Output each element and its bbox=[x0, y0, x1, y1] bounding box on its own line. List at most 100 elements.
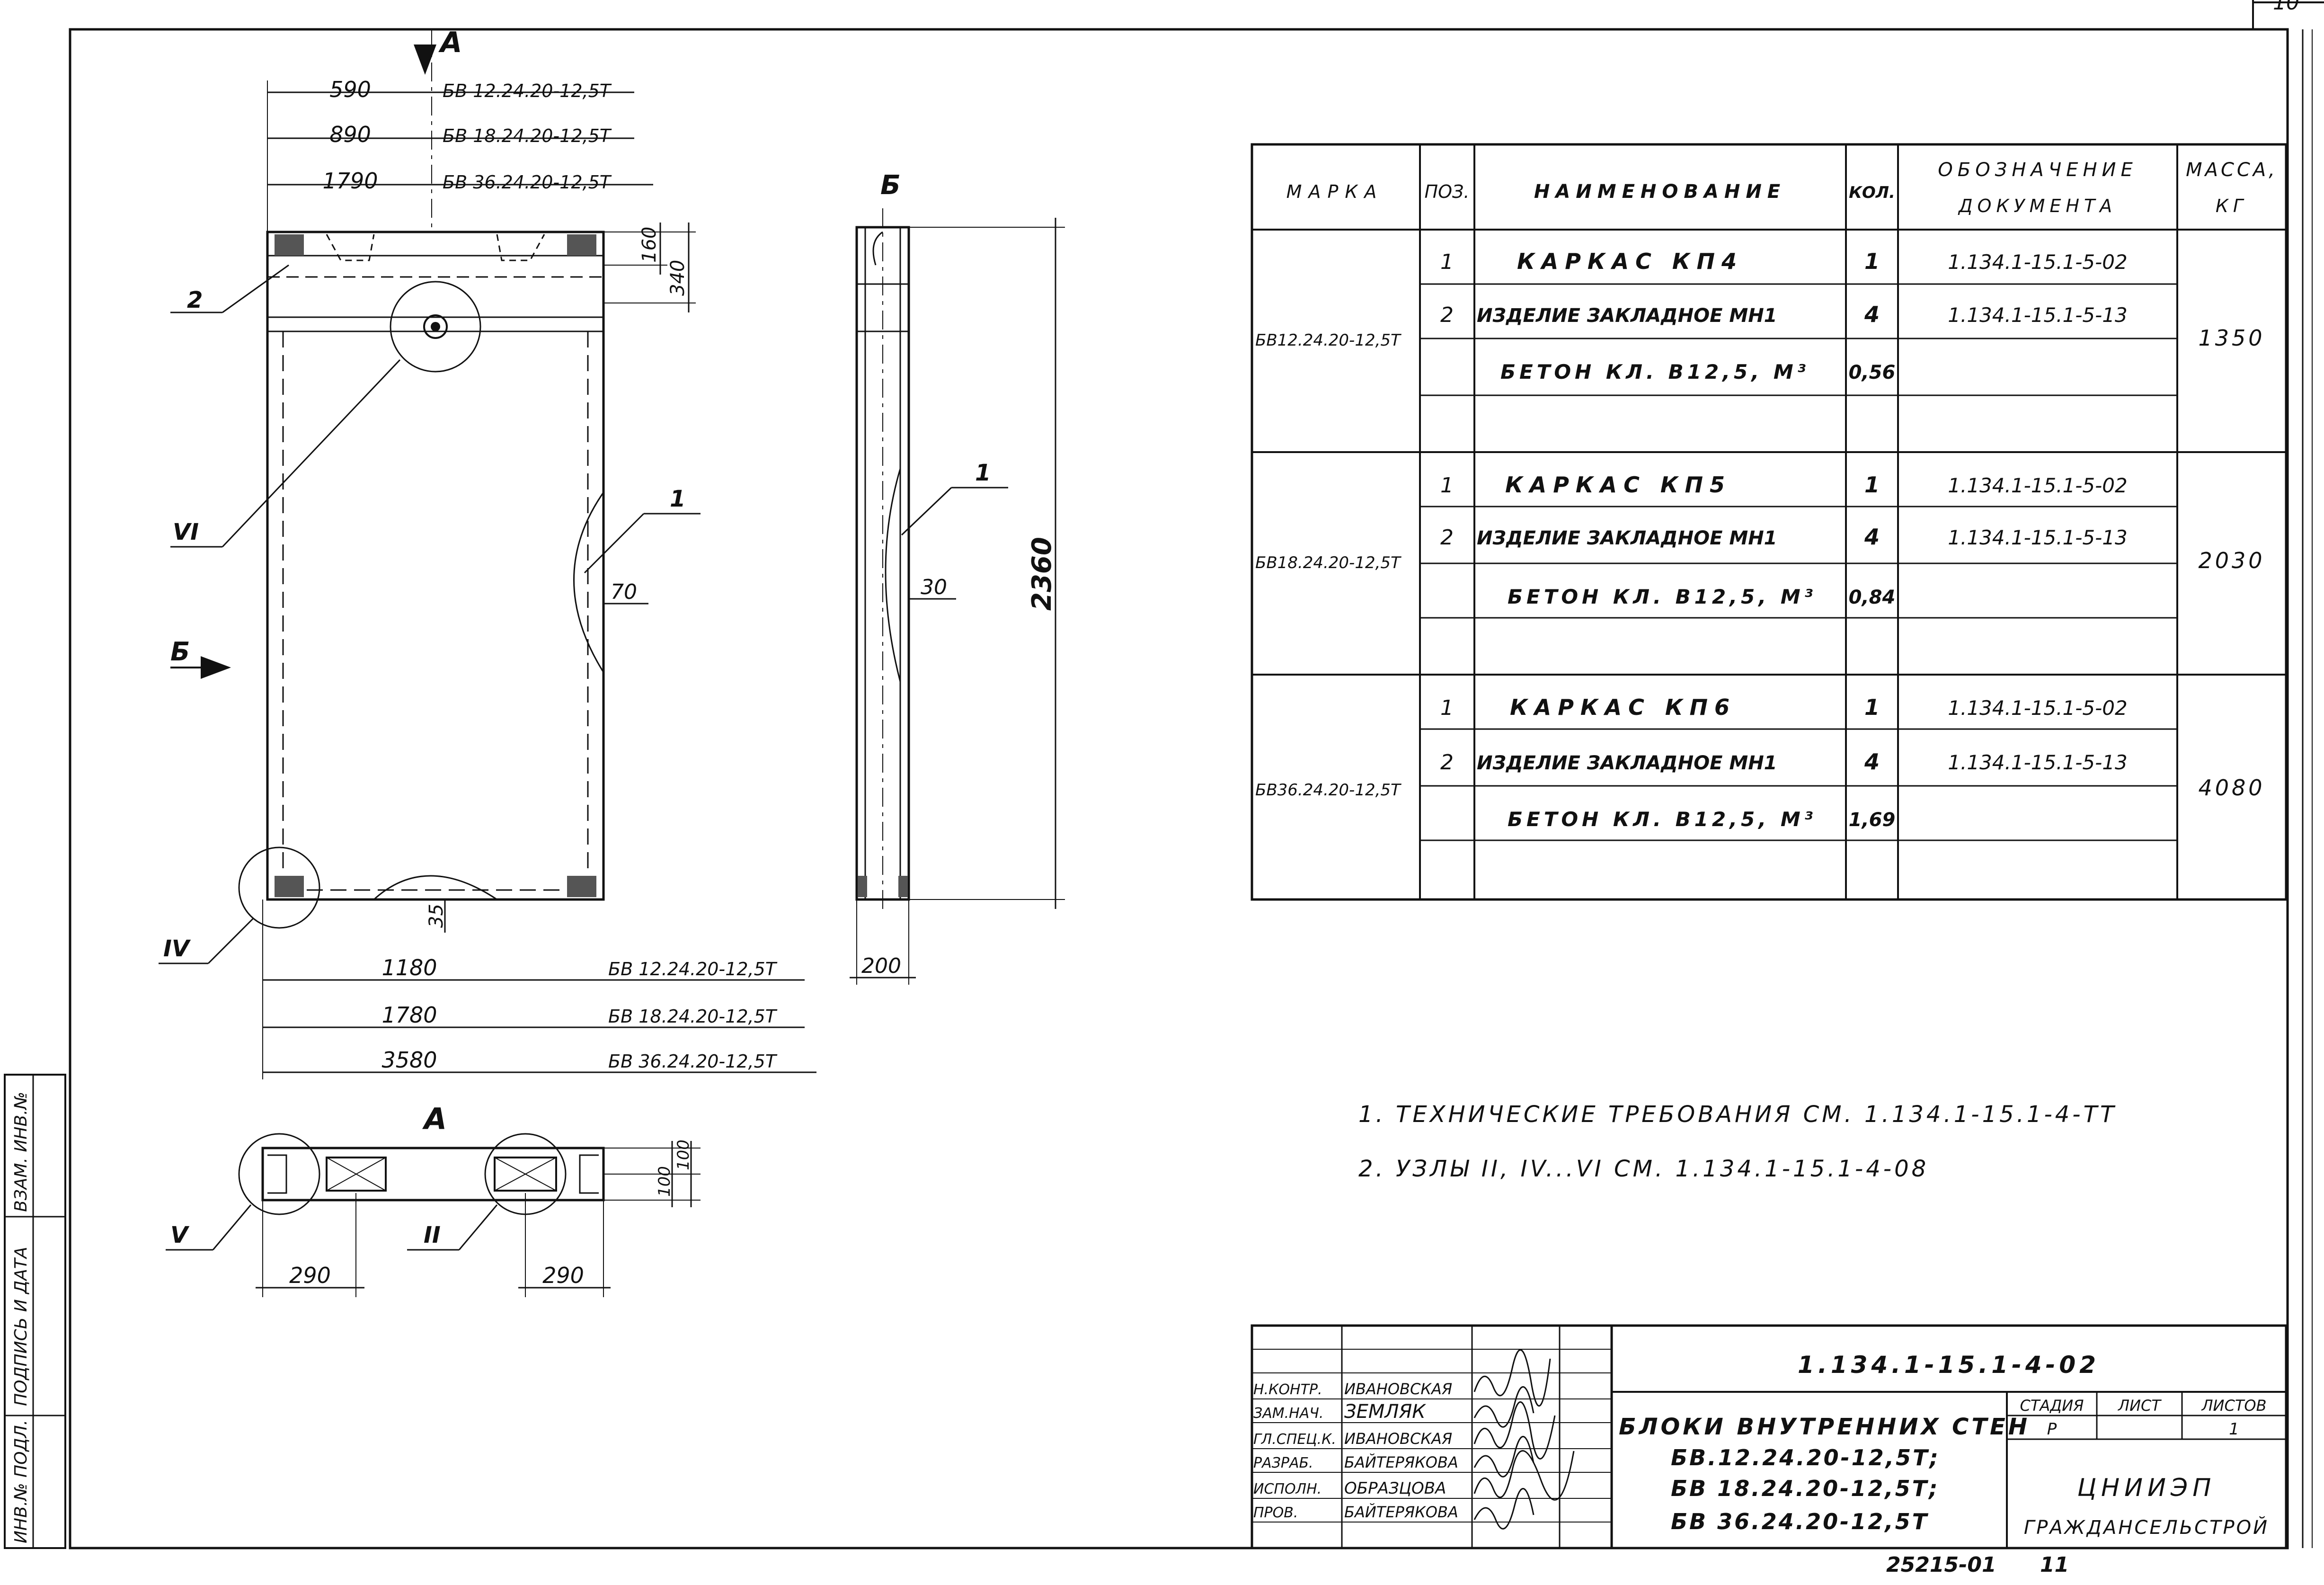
hdr-doc-2: ДОКУМЕНТА bbox=[1958, 196, 2117, 216]
note-1: 1. ТЕХНИЧЕСКИЕ ТРЕБОВАНИЯ СМ. 1.134.1-15… bbox=[1358, 1101, 2117, 1128]
g3-r1-qty: 1 bbox=[1864, 695, 1880, 720]
tb-role-1: Н.КОНТР. bbox=[1253, 1381, 1322, 1398]
notes: 1. ТЕХНИЧЕСКИЕ ТРЕБОВАНИЯ СМ. 1.134.1-15… bbox=[1358, 1101, 2117, 1182]
g3-r3-name: БЕТОН КЛ. В12,5, М³ bbox=[1508, 808, 1817, 831]
tb-role-2: ЗАМ.НАЧ. bbox=[1253, 1405, 1323, 1422]
pos-1-label: 1 bbox=[670, 486, 685, 512]
tb-stage-value: Р bbox=[2047, 1420, 2057, 1439]
hdr-qty: КОЛ. bbox=[1849, 183, 1895, 202]
tb-sheets-label: ЛИСТОВ bbox=[2201, 1397, 2266, 1415]
g2-r3-qty: 0,84 bbox=[1849, 587, 1896, 608]
g1-mark: БВ12.24.20-12,5Т bbox=[1255, 331, 1401, 350]
note-2: 2. УЗЛЫ II, IV...VI СМ. 1.134.1-15.1-4-0… bbox=[1358, 1156, 1929, 1182]
dim-3580-mark: БВ 36.24.20-12,5Т bbox=[608, 1051, 778, 1072]
tb-sheets-value: 1 bbox=[2229, 1420, 2239, 1439]
side-view-b: Б 2360 1 30 200 bbox=[850, 170, 1065, 985]
spec-table: МАРКА ПОЗ. НАИМЕНОВАНИЕ КОЛ. ОБОЗНАЧЕНИЕ… bbox=[1251, 143, 2288, 901]
stamp-vzam: ВЗАМ. ИНВ.№ bbox=[11, 1092, 31, 1212]
corner-number: 10 bbox=[2273, 0, 2299, 15]
bottom-page: 11 bbox=[2040, 1553, 2069, 1577]
node-VI-label: VI bbox=[173, 519, 199, 545]
sheet-frame: 10 bbox=[69, 0, 2324, 1549]
pos-2-label: 2 bbox=[187, 287, 203, 313]
dim-35: 35 bbox=[426, 904, 447, 928]
g3-r1-name: КАРКАС КП6 bbox=[1510, 695, 1736, 720]
view-b-arrow-label: Б bbox=[170, 637, 190, 667]
g1-r2-qty: 4 bbox=[1864, 302, 1880, 327]
tb-title-4: БВ 36.24.20-12,5Т bbox=[1671, 1509, 1929, 1534]
dim-3580: 3580 bbox=[381, 1047, 437, 1073]
tb-role-3: ГЛ.СПЕЦ.К. bbox=[1253, 1431, 1336, 1448]
dim-100-b: 100 bbox=[674, 1140, 693, 1170]
dim-290-left: 290 bbox=[289, 1263, 331, 1288]
dim-200: 200 bbox=[861, 954, 901, 978]
hdr-pos: ПОЗ. bbox=[1425, 181, 1470, 202]
g1-mass: 1350 bbox=[2198, 325, 2265, 351]
g2-mark: БВ18.24.20-12,5Т bbox=[1255, 553, 1401, 572]
section-a: A V II 290 290 100 100 bbox=[166, 1102, 701, 1297]
g2-r1-pos: 1 bbox=[1440, 473, 1454, 498]
tb-role-6: ПРОВ. bbox=[1253, 1505, 1298, 1521]
tb-org-2: ГРАЖДАНСЕЛЬСТРОЙ bbox=[2024, 1516, 2269, 1539]
tb-title-2: БВ.12.24.20-12,5Т; bbox=[1671, 1445, 1940, 1470]
g2-r3-name: БЕТОН КЛ. В12,5, М³ bbox=[1508, 585, 1817, 608]
g1-r2-name: ИЗДЕЛИЕ ЗАКЛАДНОЕ МН1 bbox=[1477, 305, 1777, 327]
g3-r2-doc: 1.134.1-15.1-5-13 bbox=[1948, 751, 2127, 774]
g1-r2-pos: 2 bbox=[1440, 303, 1454, 327]
g3-r2-qty: 4 bbox=[1864, 749, 1880, 775]
g3-r3-qty: 1,69 bbox=[1849, 809, 1896, 831]
side-stamp: ИНВ.№ ПОДЛ. ПОДПИСЬ И ДАТА ВЗАМ. ИНВ.№ bbox=[4, 1074, 66, 1549]
tb-org-1: ЦНИИЭП bbox=[2077, 1474, 2216, 1502]
g2-r2-pos: 2 bbox=[1440, 525, 1454, 550]
dim-2360: 2360 bbox=[1027, 537, 1057, 611]
dim-890-mark: БВ 18.24.20-12,5Т bbox=[443, 125, 612, 146]
g1-r1-qty: 1 bbox=[1864, 249, 1880, 274]
g1-r3-name: БЕТОН КЛ. В12,5, М³ bbox=[1500, 360, 1810, 383]
tb-name-2: ЗЕМЛЯК bbox=[1344, 1401, 1426, 1423]
g3-r2-pos: 2 bbox=[1440, 750, 1454, 775]
node-IV-label: IV bbox=[163, 935, 191, 962]
dim-70: 70 bbox=[611, 580, 637, 604]
g3-mass: 4080 bbox=[2198, 775, 2265, 801]
g2-r1-name: КАРКАС КП5 bbox=[1505, 472, 1731, 498]
bottom-code: 25215-01 bbox=[1886, 1553, 1996, 1577]
g2-mass: 2030 bbox=[2198, 548, 2265, 573]
dim-290-right: 290 bbox=[542, 1263, 584, 1288]
node-V-label: V bbox=[170, 1222, 190, 1248]
g3-r1-doc: 1.134.1-15.1-5-02 bbox=[1948, 696, 2127, 720]
hdr-mass-2: КГ bbox=[2216, 196, 2248, 216]
g3-mark: БВ36.24.20-12,5Т bbox=[1255, 781, 1401, 800]
dim-30: 30 bbox=[921, 575, 947, 599]
g1-r2-doc: 1.134.1-15.1-5-13 bbox=[1948, 303, 2127, 327]
tb-doc-code: 1.134.1-15.1-4-02 bbox=[1798, 1351, 2100, 1379]
node-II-label: II bbox=[424, 1222, 441, 1248]
dim-590-mark: БВ 12.24.20-12,5Т bbox=[443, 80, 612, 101]
hdr-mark: МАРКА bbox=[1286, 181, 1384, 202]
dim-1780: 1780 bbox=[381, 1002, 437, 1028]
signatures bbox=[1473, 1349, 1575, 1530]
g3-r1-pos: 1 bbox=[1440, 696, 1454, 720]
g1-r3-qty: 0,56 bbox=[1849, 362, 1896, 383]
tb-name-5: ОБРАЗЦОВА bbox=[1344, 1479, 1446, 1498]
dim-1790-mark: БВ 36.24.20-12,5Т bbox=[443, 172, 612, 193]
tb-name-4: БАЙТЕРЯКОВА bbox=[1344, 1453, 1458, 1471]
tb-name-3: ИВАНОВСКАЯ bbox=[1344, 1430, 1452, 1448]
tb-role-5: ИСПОЛН. bbox=[1253, 1481, 1322, 1497]
tb-title-1: БЛОКИ ВНУТРЕННИХ СТЕН bbox=[1619, 1414, 2030, 1440]
g2-r2-qty: 4 bbox=[1864, 524, 1880, 550]
tb-name-1: ИВАНОВСКАЯ bbox=[1344, 1380, 1452, 1398]
dim-100-a: 100 bbox=[655, 1166, 674, 1197]
hdr-mass-1: МАССА, bbox=[2186, 159, 2278, 181]
g1-r1-name: КАРКАС КП4 bbox=[1517, 249, 1743, 274]
pos-1-side-label: 1 bbox=[975, 460, 991, 486]
hdr-doc-1: ОБОЗНАЧЕНИЕ bbox=[1938, 159, 2137, 181]
g2-r2-doc: 1.134.1-15.1-5-13 bbox=[1948, 526, 2127, 549]
tb-role-4: РАЗРАБ. bbox=[1253, 1455, 1313, 1471]
dim-1780-mark: БВ 18.24.20-12,5Т bbox=[608, 1006, 778, 1027]
g1-r1-pos: 1 bbox=[1440, 250, 1454, 274]
dim-1790: 1790 bbox=[322, 168, 378, 194]
hdr-name: НАИМЕНОВАНИЕ bbox=[1534, 181, 1786, 203]
dim-590: 590 bbox=[329, 77, 371, 102]
dim-890: 890 bbox=[329, 122, 371, 147]
